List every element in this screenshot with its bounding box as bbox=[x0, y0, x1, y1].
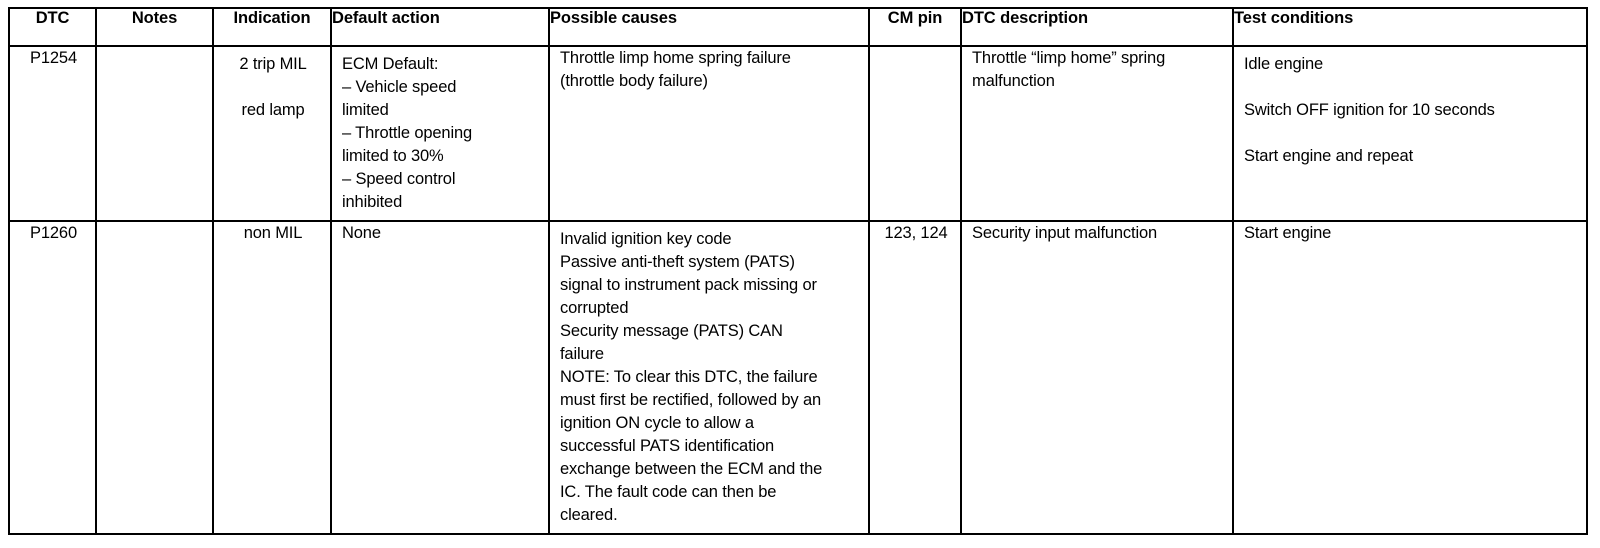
cell-cm-pin: 123, 124 bbox=[868, 220, 962, 535]
cell-cm-pin bbox=[868, 45, 962, 222]
text-line: red lamp bbox=[241, 101, 305, 119]
cell-possible-causes: Throttle limp home spring failure (thrott… bbox=[548, 45, 870, 222]
text-line: Throttle limp home spring failure bbox=[560, 49, 791, 67]
header-row: DTC Notes Indication Default action Poss… bbox=[8, 7, 1588, 47]
text-line: successful PATS identification bbox=[560, 437, 775, 455]
blank-line bbox=[1244, 76, 1578, 99]
text-line: ignition ON cycle to allow a bbox=[560, 414, 754, 432]
text-line: limited to 30% bbox=[342, 147, 444, 165]
cell-dtc: P1254 bbox=[8, 45, 97, 222]
text-line: Throttle “limp home” spring bbox=[972, 49, 1166, 67]
text-line: Switch OFF ignition for 10 seconds bbox=[1244, 101, 1495, 119]
indication-lines: non MIL bbox=[214, 222, 330, 245]
column-header-indication: Indication bbox=[212, 7, 332, 47]
table-row: P1254 2 trip MIL red lamp ECM Default: – V… bbox=[8, 45, 1588, 222]
cell-notes bbox=[95, 45, 214, 222]
text-line: Security message (PATS) CAN bbox=[560, 322, 783, 340]
text-line: non MIL bbox=[243, 224, 303, 242]
text-line: must first be rectified, followed by an bbox=[560, 391, 822, 409]
blank-line bbox=[224, 76, 322, 99]
text-line: None bbox=[342, 224, 381, 242]
text-line: Start engine bbox=[1244, 224, 1332, 242]
column-header-possible-causes: Possible causes bbox=[548, 7, 870, 47]
dtc-description-lines: Security input malfunction bbox=[962, 222, 1232, 245]
cell-indication: non MIL bbox=[212, 220, 332, 535]
dtc-table: DTC Notes Indication Default action Poss… bbox=[8, 7, 1588, 535]
text-line: limited bbox=[342, 101, 389, 119]
cell-dtc: P1260 bbox=[8, 220, 97, 535]
indication-lines: 2 trip MIL red lamp bbox=[214, 47, 330, 128]
text-line: – Throttle opening bbox=[342, 124, 473, 142]
text-line: 2 trip MIL bbox=[239, 55, 307, 73]
text-line: – Speed control bbox=[342, 170, 456, 188]
column-header-dtc-description: DTC description bbox=[960, 7, 1234, 47]
cell-default-action: None bbox=[330, 220, 550, 535]
text-line: IC. The fault code can then be bbox=[560, 483, 777, 501]
text-line: malfunction bbox=[972, 72, 1055, 90]
possible-causes-lines: Throttle limp home spring failure (thrott… bbox=[550, 47, 868, 93]
cell-dtc-description: Throttle “limp home” spring malfunction bbox=[960, 45, 1234, 222]
text-line: inhibited bbox=[342, 193, 403, 211]
column-header-dtc: DTC bbox=[8, 7, 97, 47]
column-header-cm-pin: CM pin bbox=[868, 7, 962, 47]
cell-default-action: ECM Default: – Vehicle speed limited – Thro… bbox=[330, 45, 550, 222]
blank-line bbox=[1244, 122, 1578, 145]
text-line: NOTE: To clear this DTC, the failure bbox=[560, 368, 818, 386]
table-row: P1260 non MIL None Invalid ignition key … bbox=[8, 220, 1588, 535]
cell-dtc-description: Security input malfunction bbox=[960, 220, 1234, 535]
default-action-lines: ECM Default: – Vehicle speed limited – Thro… bbox=[332, 47, 548, 220]
text-line: Invalid ignition key code bbox=[560, 230, 732, 248]
cm-pin-value: 123, 124 bbox=[884, 224, 948, 242]
text-line: failure bbox=[560, 345, 604, 363]
dtc-description-lines: Throttle “limp home” spring malfunction bbox=[962, 47, 1232, 93]
text-line: Security input malfunction bbox=[972, 224, 1158, 242]
column-header-notes: Notes bbox=[95, 7, 214, 47]
text-line: Passive anti-theft system (PATS) bbox=[560, 253, 795, 271]
cell-test-conditions: Start engine bbox=[1232, 220, 1588, 535]
cell-notes bbox=[95, 220, 214, 535]
text-line: – Vehicle speed bbox=[342, 78, 457, 96]
text-line: Start engine and repeat bbox=[1244, 147, 1414, 165]
text-line: exchange between the ECM and the bbox=[560, 460, 823, 478]
dtc-code: P1254 bbox=[30, 49, 77, 67]
text-line: corrupted bbox=[560, 299, 629, 317]
table-header: DTC Notes Indication Default action Poss… bbox=[8, 7, 1588, 47]
text-line: (throttle body failure) bbox=[560, 72, 708, 90]
test-conditions-lines: Start engine bbox=[1234, 222, 1586, 245]
text-line: ECM Default: bbox=[342, 55, 439, 73]
cell-indication: 2 trip MIL red lamp bbox=[212, 45, 332, 222]
dtc-code: P1260 bbox=[30, 224, 77, 242]
column-header-default-action: Default action bbox=[330, 7, 550, 47]
text-line: Idle engine bbox=[1244, 55, 1324, 73]
text-line: cleared. bbox=[560, 506, 618, 524]
text-line: signal to instrument pack missing or bbox=[560, 276, 817, 294]
column-header-test-conditions: Test conditions bbox=[1232, 7, 1588, 47]
table-body: P1254 2 trip MIL red lamp ECM Default: – V… bbox=[8, 45, 1588, 535]
default-action-lines: None bbox=[332, 222, 548, 245]
